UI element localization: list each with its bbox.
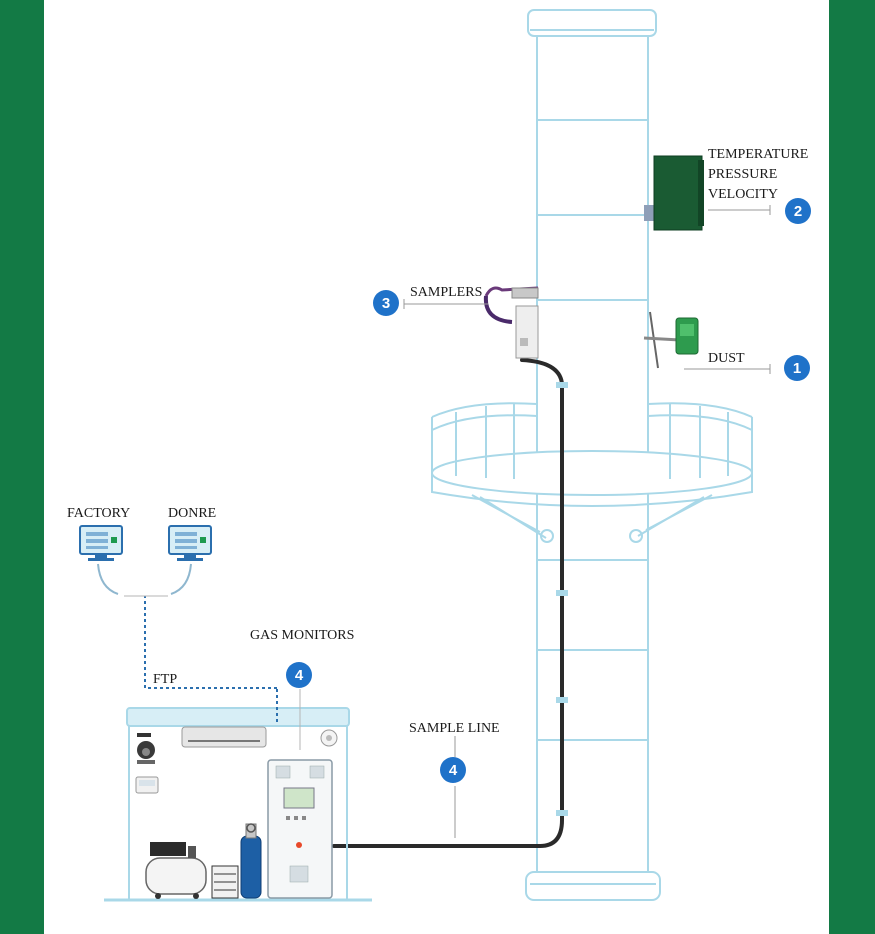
sample-line-cable bbox=[332, 358, 564, 848]
wall-sensor-icon bbox=[320, 729, 338, 747]
donre-monitor-icon bbox=[168, 525, 212, 561]
right-green-band bbox=[829, 0, 875, 934]
gas-analyzer-cabinet bbox=[267, 759, 333, 899]
left-green-band bbox=[0, 0, 44, 934]
dust-monitor-unit bbox=[643, 311, 699, 369]
badge-3-samplers: 3 bbox=[373, 290, 399, 316]
label-pressure: PRESSURE bbox=[708, 167, 777, 182]
tpv-analyzer-unit bbox=[644, 155, 704, 231]
label-velocity: VELOCITY bbox=[708, 187, 778, 202]
stack-platform bbox=[431, 402, 753, 543]
filter-rack-icon bbox=[211, 865, 239, 899]
label-factory: FACTORY bbox=[67, 506, 130, 521]
badge-1-dust: 1 bbox=[784, 355, 810, 381]
label-ftp: FTP bbox=[153, 672, 177, 687]
badge-sample-line-number: 4 bbox=[449, 762, 458, 779]
badge-samplers-number: 3 bbox=[382, 295, 390, 312]
label-samplers: SAMPLERS bbox=[410, 285, 482, 300]
badge-4-sample-line: 4 bbox=[440, 757, 466, 783]
factory-monitor-icon bbox=[79, 525, 123, 561]
air-compressor-icon bbox=[145, 842, 207, 899]
leader-lines bbox=[403, 205, 771, 838]
badge-gas-monitors-number: 4 bbox=[295, 667, 304, 684]
station-shelter bbox=[104, 707, 372, 902]
ftp-network-lines bbox=[97, 563, 301, 750]
badge-4-gas-monitors: 4 bbox=[286, 662, 312, 688]
label-donre: DONRE bbox=[168, 506, 216, 521]
label-temperature: TEMPERATURE bbox=[708, 147, 808, 162]
thermostat-icon bbox=[135, 776, 159, 794]
air-conditioner-icon bbox=[181, 726, 267, 748]
sampler-probe-unit bbox=[483, 286, 539, 359]
cctv-camera-icon bbox=[137, 733, 155, 764]
cable-clamps bbox=[556, 382, 568, 816]
badge-2-tpv: 2 bbox=[785, 198, 811, 224]
label-dust: DUST bbox=[708, 351, 745, 366]
badge-dust-number: 1 bbox=[793, 360, 801, 377]
badge-tpv-number: 2 bbox=[794, 203, 802, 220]
label-sample-line: SAMPLE LINE bbox=[409, 721, 500, 736]
label-gas-monitors: GAS MONITORS bbox=[250, 628, 354, 643]
gas-cylinder-icon bbox=[240, 823, 262, 899]
